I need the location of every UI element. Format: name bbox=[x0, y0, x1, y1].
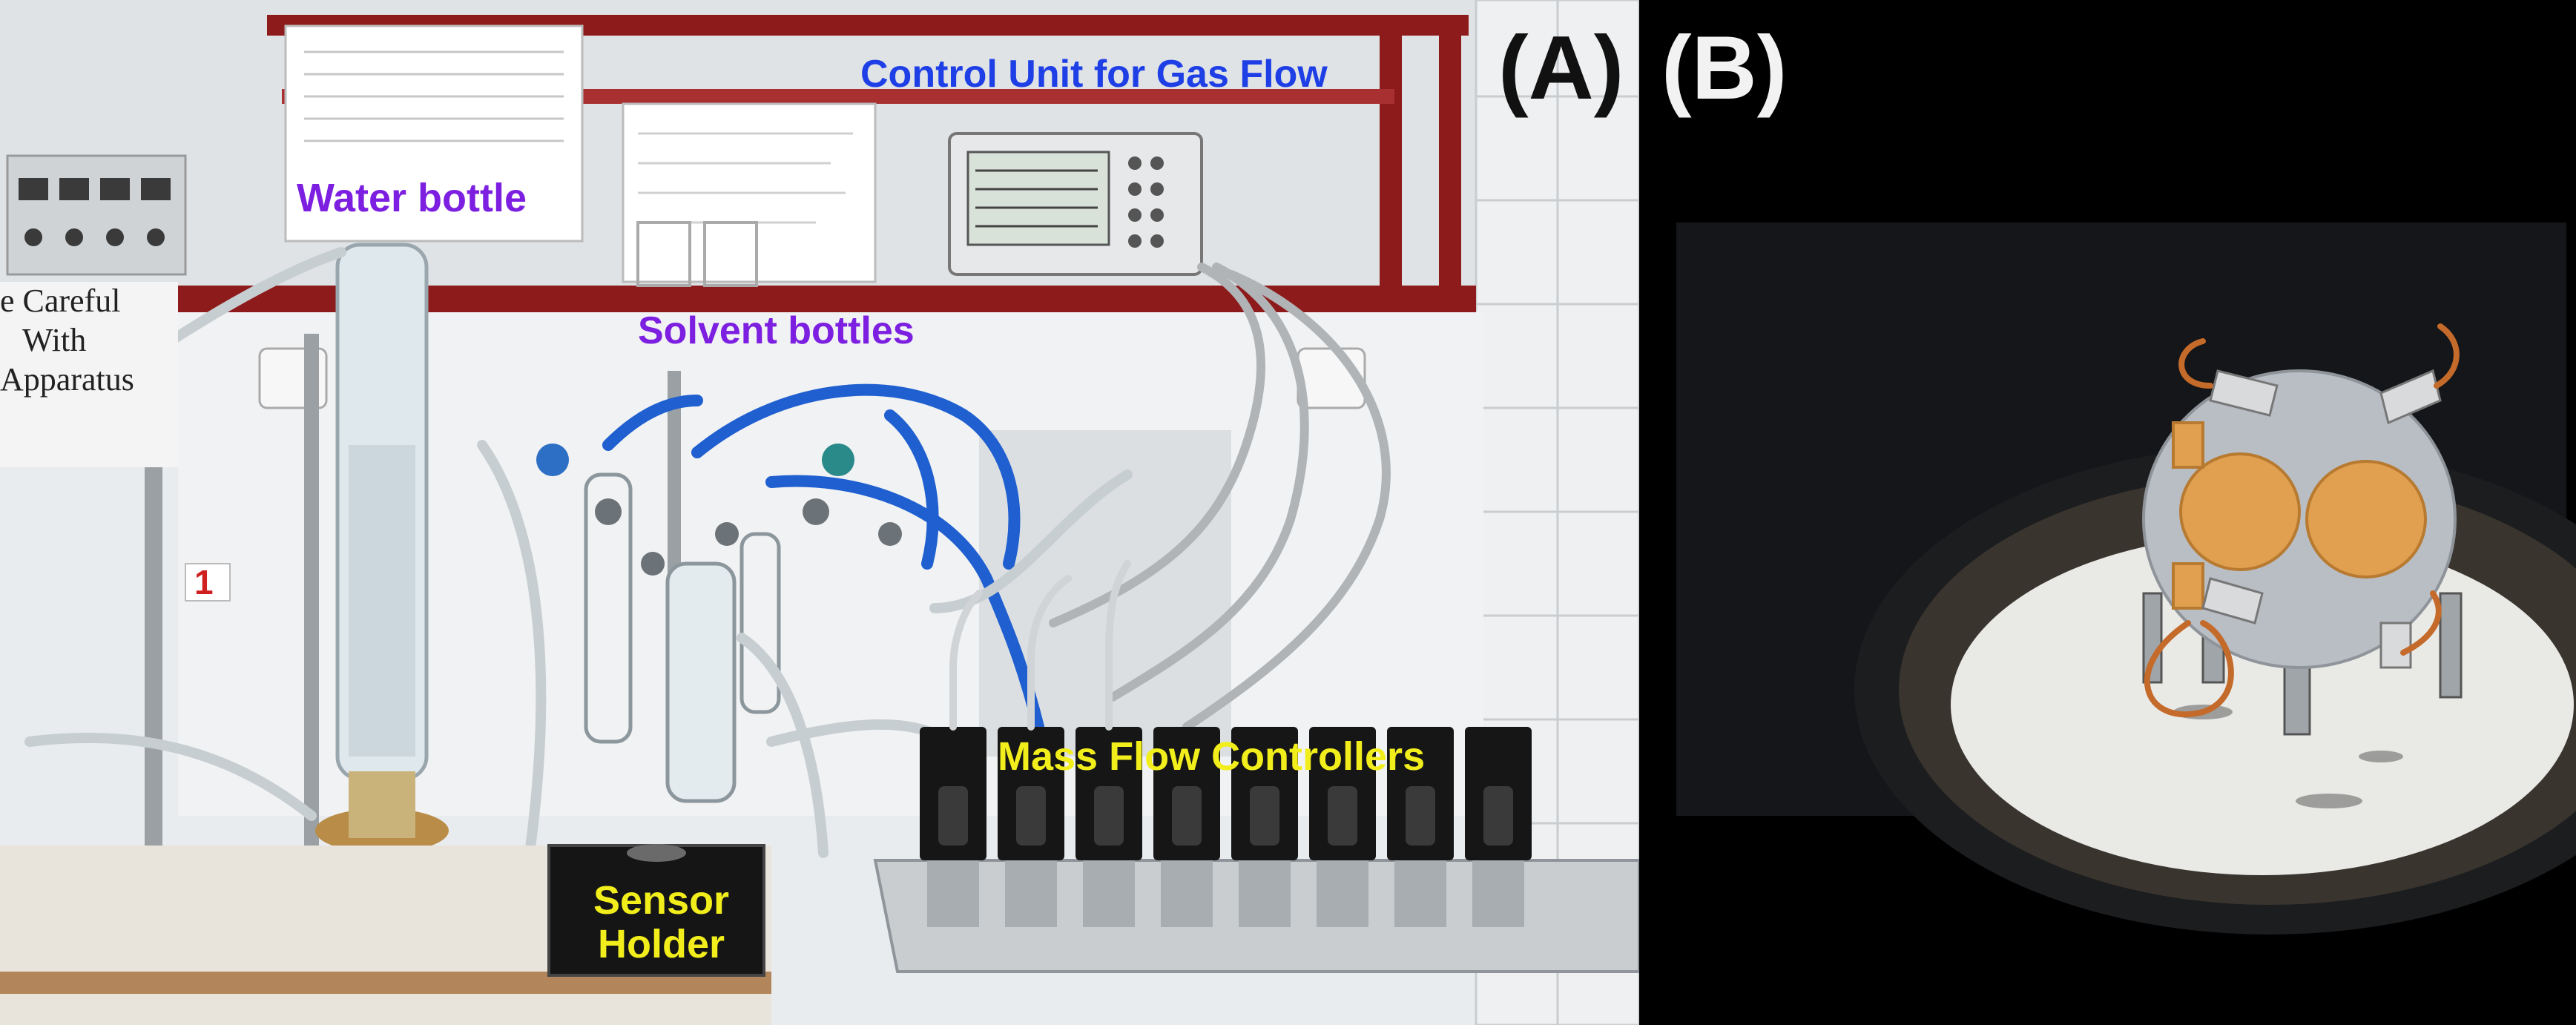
sensor-closeup-illustration bbox=[1639, 0, 2576, 1025]
mass-flow-controller-row bbox=[920, 560, 1532, 927]
sensor-holder-block bbox=[547, 844, 765, 977]
label-sensor-holder: Sensor Holder bbox=[593, 878, 730, 967]
background-warning-sign: e Careful With Apparatus bbox=[0, 282, 178, 467]
lab-setup-illustration bbox=[0, 0, 1639, 1025]
sign-line-1: e Careful bbox=[0, 283, 121, 319]
sign-line-3: Apparatus bbox=[0, 360, 134, 398]
label-solvent-bottles: Solvent bottles bbox=[638, 309, 915, 352]
gold-electrodes bbox=[2172, 421, 2427, 610]
panel-label-b: (B) bbox=[1661, 17, 1788, 118]
tag-number: 1 bbox=[194, 563, 214, 602]
sign-line-2: With bbox=[22, 321, 87, 358]
panel-label-a: (A) bbox=[1498, 17, 1624, 118]
panel-a-photo: e Careful With Apparatus 1 Water bottle … bbox=[0, 0, 1639, 1025]
label-mass-flow-controllers: Mass Flow Controllers bbox=[998, 734, 1426, 779]
panel-b-photo: (B) bbox=[1639, 0, 2576, 1025]
label-sensor-holder-line2: Holder bbox=[598, 922, 725, 967]
label-water-bottle: Water bottle bbox=[297, 176, 527, 220]
label-control-unit: Control Unit for Gas Flow bbox=[860, 53, 1328, 96]
label-sensor-holder-line1: Sensor bbox=[593, 878, 730, 923]
